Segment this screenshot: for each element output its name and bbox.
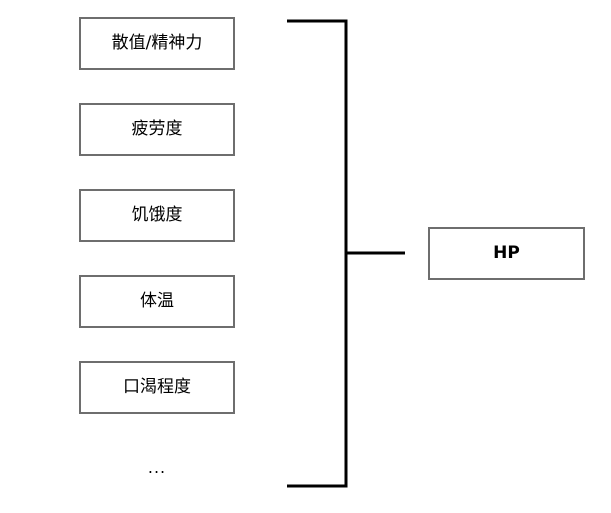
bracket-line <box>287 19 348 488</box>
input-box-thirst: 口渴程度 <box>79 361 235 414</box>
input-box-body-temperature: 体温 <box>79 275 235 328</box>
input-box-hunger: 饥饿度 <box>79 189 235 242</box>
input-box-label: 疲劳度 <box>131 119 183 139</box>
input-box-sanity: 散值/精神力 <box>79 17 235 70</box>
output-box-label: HP <box>493 243 520 263</box>
more-items-ellipsis: ... <box>147 457 167 477</box>
output-box-hp: HP <box>428 227 585 280</box>
input-box-label: 口渴程度 <box>123 377 191 397</box>
input-box-label: 散值/精神力 <box>111 33 203 53</box>
input-box-label: 饥饿度 <box>131 205 183 225</box>
input-box-label: 体温 <box>140 291 174 311</box>
input-box-fatigue: 疲劳度 <box>79 103 235 156</box>
